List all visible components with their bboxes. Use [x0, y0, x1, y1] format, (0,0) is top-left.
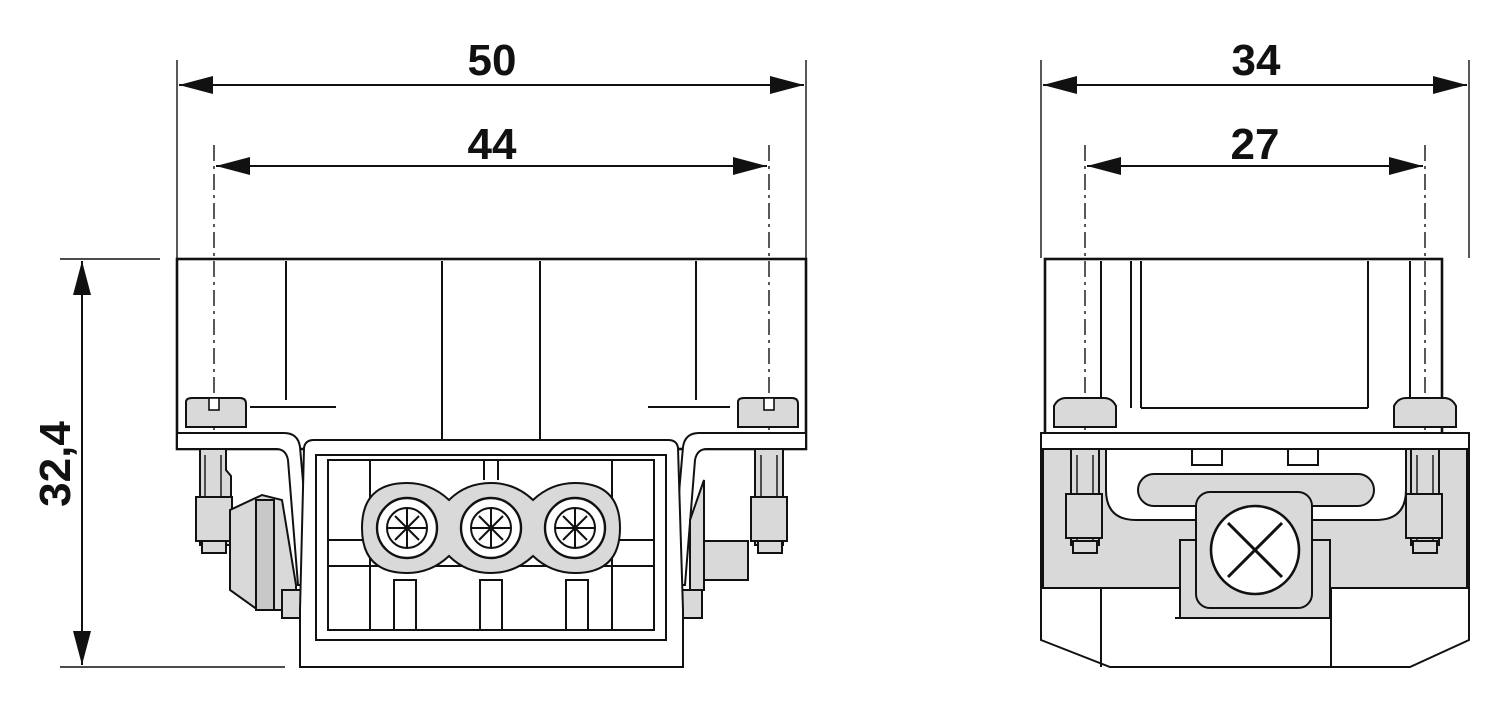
side-view: 34 27: [1040, 36, 1470, 668]
front-view: 50 44 32,4: [31, 36, 808, 668]
dimension-label-27: 27: [1231, 120, 1280, 169]
side-mounting-screw-right: [1393, 397, 1457, 554]
dimension-27: 27: [1087, 120, 1423, 175]
housing-body: [175, 257, 808, 451]
side-center-screw: [1179, 491, 1331, 619]
mounting-screw-right: [737, 397, 799, 554]
dimension-32-4: 32,4: [31, 261, 91, 665]
dimension-label-44: 44: [468, 120, 517, 169]
bracket-right: [669, 432, 807, 619]
contact-screw-2: [459, 496, 523, 560]
mounting-screw-left: [185, 397, 247, 554]
dimension-44: 44: [216, 120, 767, 175]
bracket-left: [176, 432, 314, 619]
side-mounting-screw-left: [1053, 397, 1117, 554]
dimension-50: 50: [179, 36, 804, 94]
dimension-34: 34: [1043, 36, 1467, 94]
dimension-label-34: 34: [1232, 36, 1281, 85]
contact-screw-1: [375, 496, 439, 560]
dimension-label-32-4: 32,4: [31, 421, 80, 507]
contact-screw-3: [543, 496, 607, 560]
dimension-label-50: 50: [468, 36, 517, 85]
